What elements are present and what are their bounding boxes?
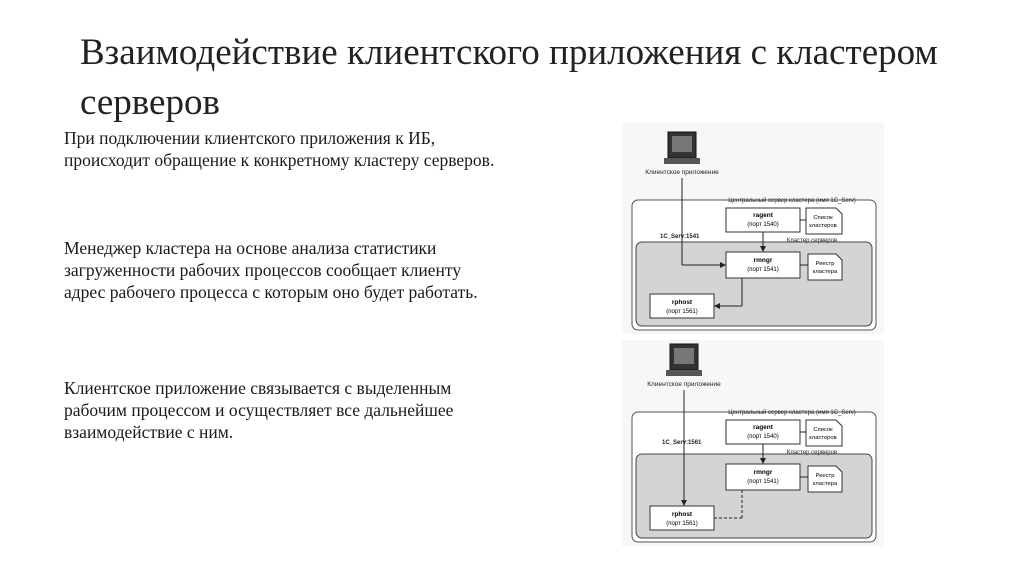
computer-icon <box>666 343 702 376</box>
cluster-list-label: Список <box>813 427 833 433</box>
cluster-list-label: Список <box>813 215 833 221</box>
central-server-label: Центральный сервер кластера (имя 1С_Serv… <box>728 409 856 416</box>
registry-label: Реестр <box>816 261 835 267</box>
rmngr-port: (порт 1541) <box>747 479 779 485</box>
paragraph-manager: Менеджер кластера на основе анализа стат… <box>64 238 478 302</box>
paragraph-connection: При подключении клиентского приложения к… <box>64 128 495 170</box>
registry-label: Реестр <box>816 473 835 479</box>
rphost-label: rphost <box>672 511 693 518</box>
cluster-servers-label: Кластер серверов <box>787 450 837 456</box>
svg-text:кластера: кластера <box>813 269 838 275</box>
rmngr-port: (порт 1541) <box>747 267 779 273</box>
diagram-bottom-svg: Клиентское приложение Центральный сервер… <box>622 340 884 546</box>
svg-text:кластеров: кластеров <box>809 435 836 441</box>
client-label: Клиентское приложение <box>647 381 721 388</box>
rphost-port: (порт 1561) <box>666 521 698 527</box>
slide-title: Взаимодействие клиентского приложения с … <box>80 32 938 123</box>
svg-text:кластеров: кластеров <box>809 223 836 229</box>
diagram-top-svg: Клиентское приложение Центральный сервер… <box>622 122 884 334</box>
client-label: Клиентское приложение <box>645 169 719 176</box>
ragent-port: (порт 1540) <box>747 434 779 440</box>
svg-text:кластера: кластера <box>813 481 838 487</box>
rmngr-label: rmngr <box>754 257 773 264</box>
cluster-servers-label: Кластер серверов <box>787 238 837 244</box>
ragent-label: ragent <box>753 424 774 431</box>
diagram-top: Клиентское приложение Центральный сервер… <box>622 122 884 339</box>
connection-label: 1С_Serv:1561 <box>662 440 702 446</box>
diagram-bottom: Клиентское приложение Центральный сервер… <box>622 340 884 551</box>
connection-label: 1С_Serv:1541 <box>660 234 700 240</box>
central-server-label: Центральный сервер кластера (имя 1С_Serv… <box>728 197 856 204</box>
ragent-label: ragent <box>753 212 774 219</box>
rphost-port: (порт 1561) <box>666 309 698 315</box>
computer-icon <box>664 131 700 164</box>
paragraph-client: Клиентское приложение связывается с выде… <box>64 378 454 442</box>
ragent-port: (порт 1540) <box>747 222 779 228</box>
rphost-label: rphost <box>672 299 693 306</box>
rmngr-label: rmngr <box>754 469 773 476</box>
